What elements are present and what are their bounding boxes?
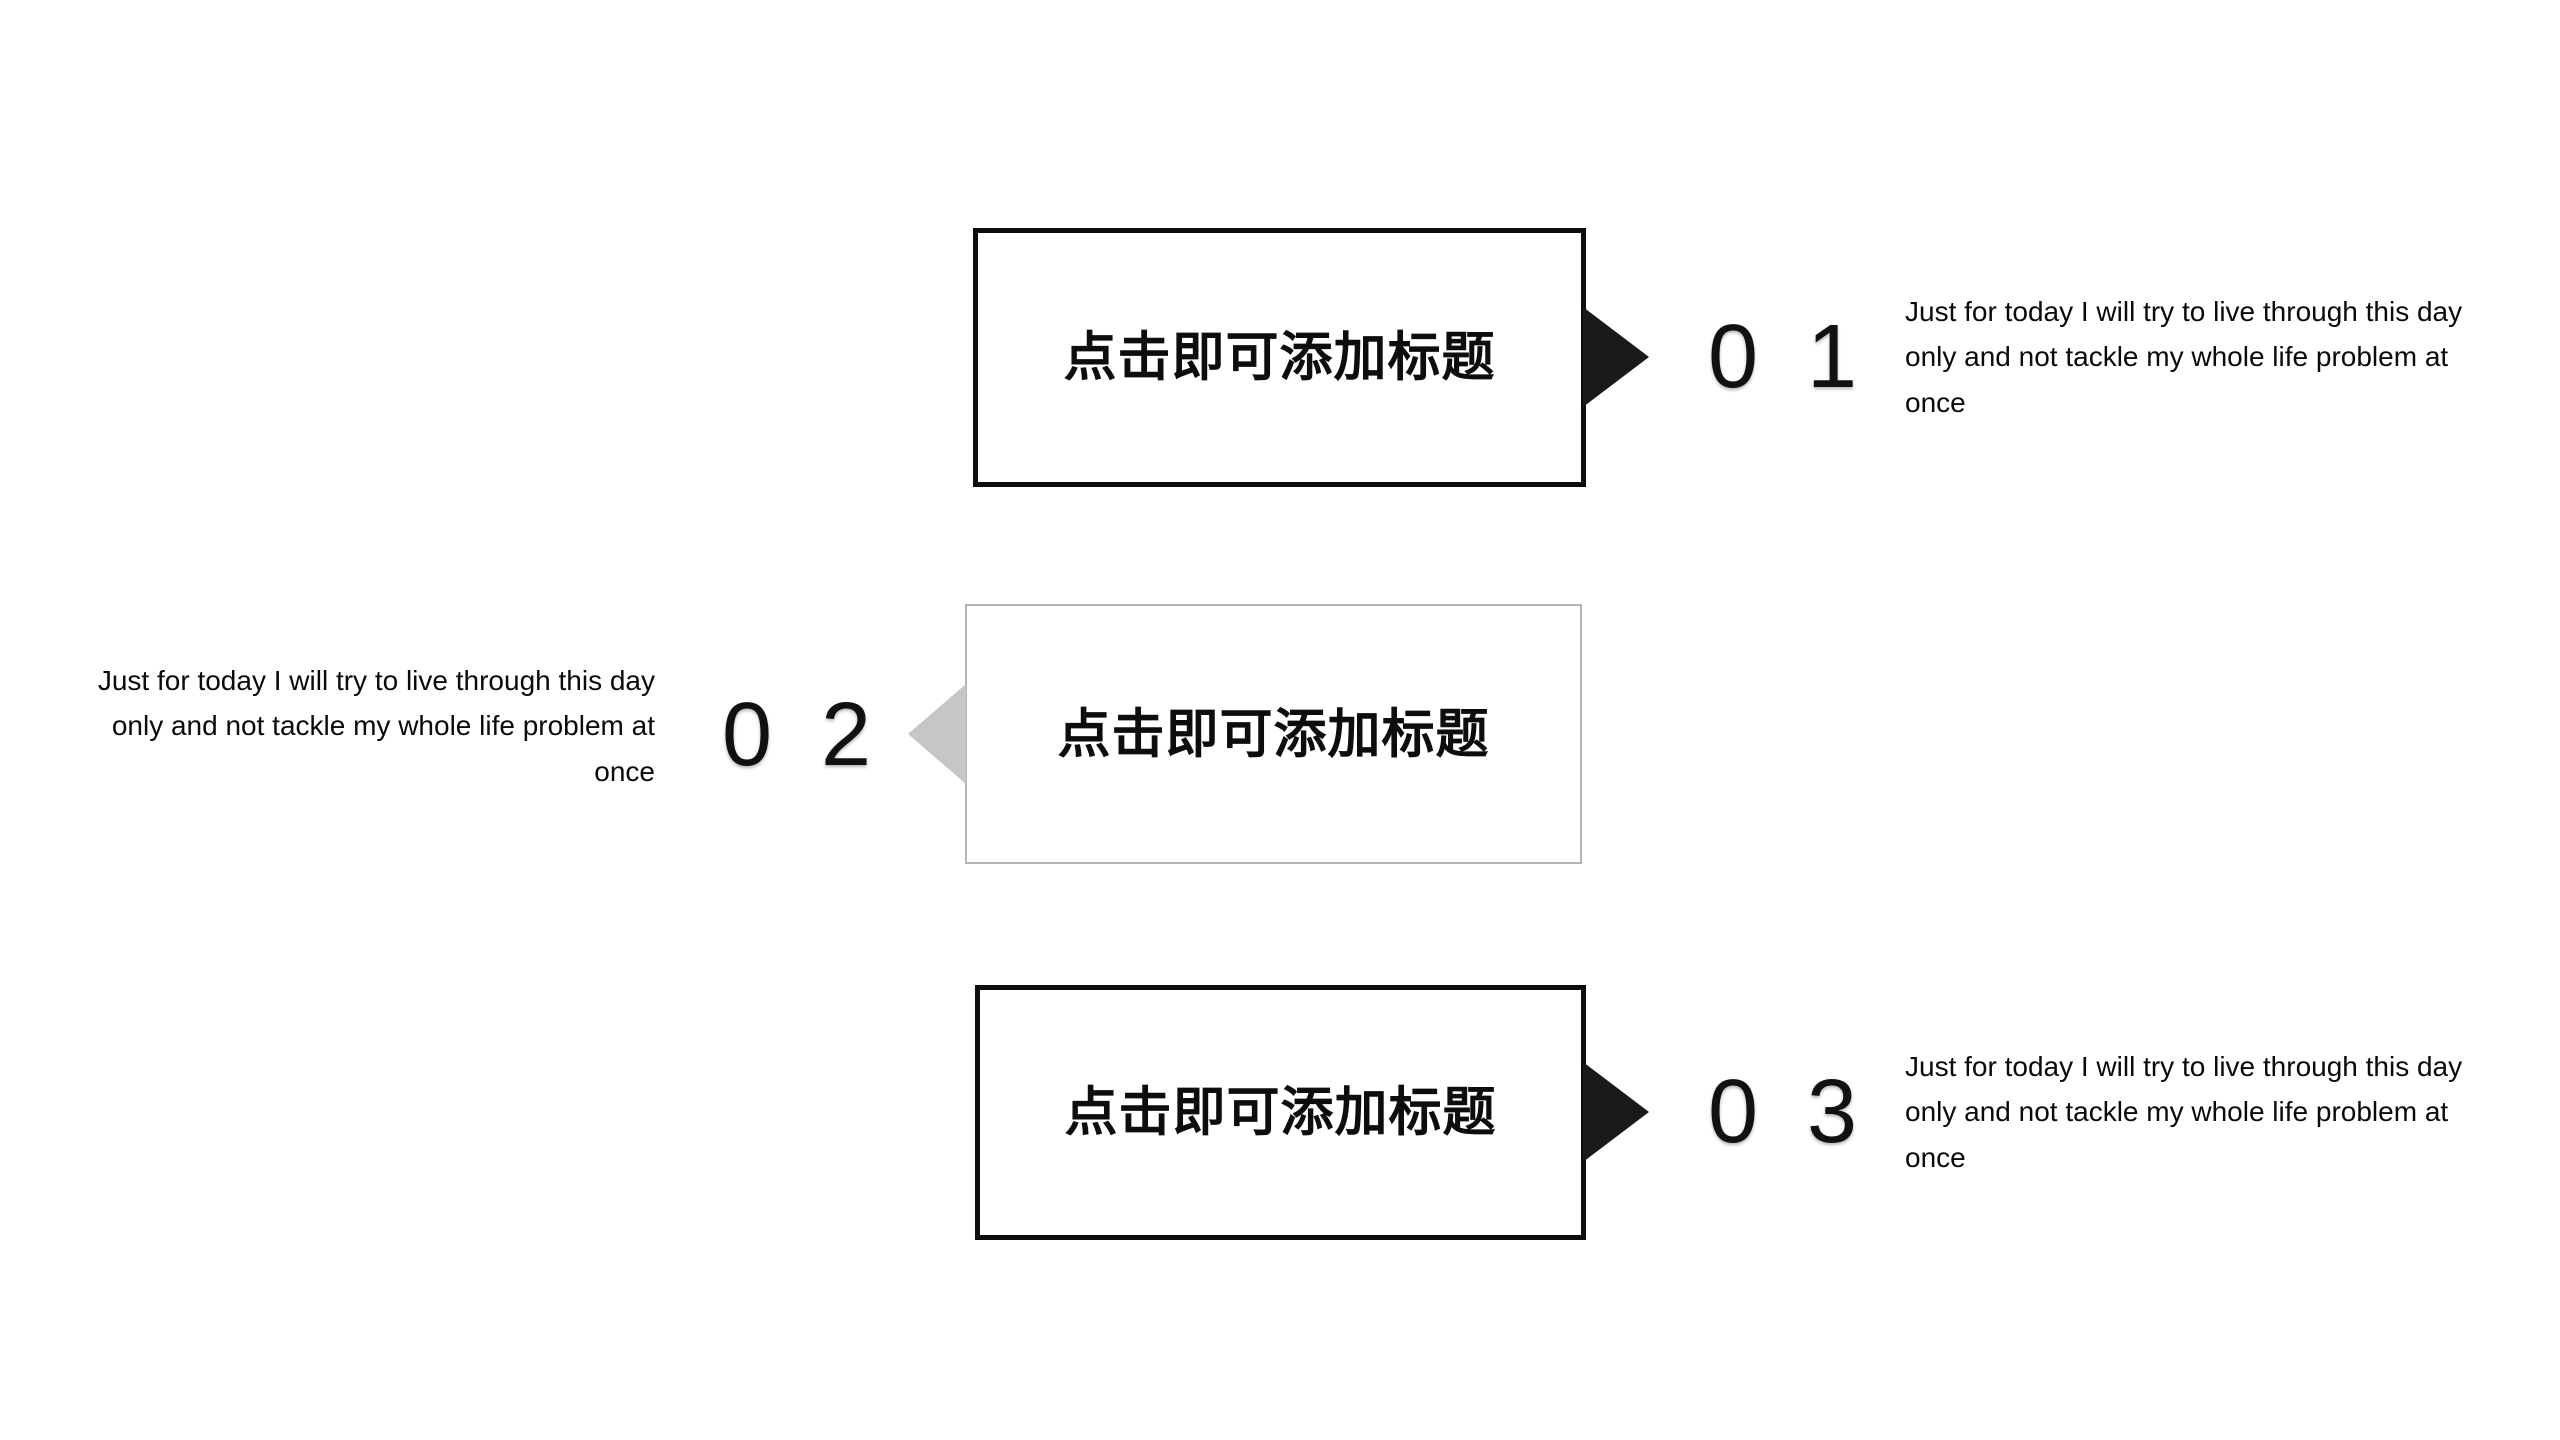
arrow-right-icon-1 (1583, 307, 1649, 407)
title-box-3[interactable]: 点击即可添加标题 (975, 985, 1586, 1240)
step-number-3: 0 3 (1708, 1062, 1870, 1162)
title-text-1: 点击即可添加标题 (1063, 328, 1496, 387)
arrow-left-icon-2 (908, 684, 966, 784)
arrow-right-icon-3 (1583, 1062, 1649, 1162)
step-number-2: 0 2 (722, 685, 884, 785)
step-number-1: 0 1 (1708, 307, 1870, 407)
body-text-1: Just for today I will try to live throug… (1905, 296, 2463, 418)
body-text-3: Just for today I will try to live throug… (1905, 1051, 2463, 1173)
title-box-1[interactable]: 点击即可添加标题 (973, 228, 1586, 487)
title-text-3: 点击即可添加标题 (1064, 1083, 1497, 1142)
title-box-2[interactable]: 点击即可添加标题 (965, 604, 1582, 864)
body-text-2: Just for today I will try to live throug… (97, 665, 655, 787)
title-text-2: 点击即可添加标题 (1057, 704, 1490, 764)
